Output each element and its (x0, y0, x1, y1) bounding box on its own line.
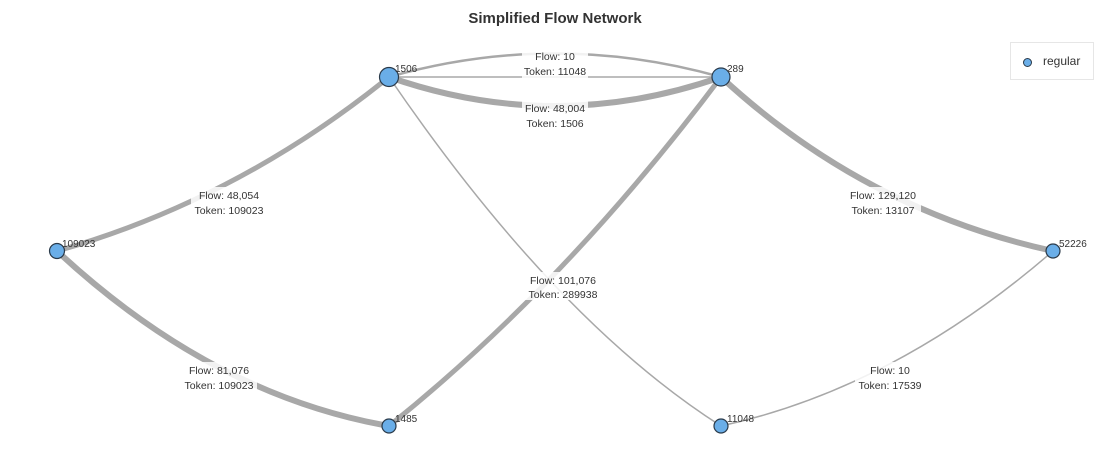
svg-text:Flow: 81,076: Flow: 81,076 (189, 365, 249, 377)
edge-11048-52226 (720, 250, 1054, 427)
node-109023[interactable]: 109023 (48, 239, 96, 260)
svg-text:Flow: 10: Flow: 10 (870, 365, 910, 377)
edge-label-11048-52226: Flow: 10 Token: 17539 (855, 362, 925, 392)
legend-marker-regular (1023, 58, 1032, 67)
node-1506[interactable]: 1506 (378, 64, 418, 88)
edge-label-1506-289-top: Flow: 10 Token: 11048 (522, 50, 588, 78)
svg-text:1485: 1485 (395, 414, 418, 425)
node-11048[interactable]: 11048 (713, 414, 755, 434)
node-289[interactable]: 289 (711, 64, 744, 87)
legend-label-regular: regular (1043, 54, 1081, 68)
svg-text:Token: 289938: Token: 289938 (529, 289, 598, 301)
svg-text:Flow: 129,120: Flow: 129,120 (850, 190, 916, 202)
edge-label-289-1506-bottom: Flow: 48,004 Token: 1506 (522, 101, 588, 130)
svg-text:Token: 109023: Token: 109023 (185, 380, 254, 392)
svg-text:Flow: 48,004: Flow: 48,004 (525, 103, 585, 115)
edge-109023-1506 (54, 74, 392, 254)
edge-label-1485-289: Flow: 101,076 Token: 289938 (520, 272, 606, 301)
edge-109023-1485 (54, 248, 392, 429)
edge-label-289-52226: Flow: 129,120 Token: 13107 (845, 187, 921, 217)
node-1485[interactable]: 1485 (381, 414, 418, 434)
svg-text:Flow: 48,054: Flow: 48,054 (199, 190, 259, 202)
edge-1485-289 (386, 74, 724, 429)
edge-label-109023-1485: Flow: 81,076 Token: 109023 (181, 362, 257, 392)
node-52226[interactable]: 52226 (1045, 239, 1087, 259)
svg-text:Flow: 101,076: Flow: 101,076 (530, 275, 596, 287)
svg-text:Flow: 10: Flow: 10 (535, 51, 575, 63)
diagram-title: Simplified Flow Network (468, 10, 642, 27)
edge-289-52226 (718, 74, 1056, 254)
svg-text:Token: 1506: Token: 1506 (526, 118, 583, 130)
svg-text:109023: 109023 (62, 239, 96, 250)
svg-text:Token: 13107: Token: 13107 (851, 205, 914, 217)
edge-label-109023-1506: Flow: 48,054 Token: 109023 (191, 187, 267, 217)
svg-text:Token: 11048: Token: 11048 (524, 66, 586, 78)
svg-text:289: 289 (727, 64, 744, 75)
svg-text:1506: 1506 (395, 64, 418, 75)
svg-text:11048: 11048 (727, 414, 755, 425)
svg-text:Token: 17539: Token: 17539 (858, 380, 921, 392)
svg-text:52226: 52226 (1059, 239, 1087, 250)
legend: regular (1010, 42, 1094, 80)
svg-text:Token: 109023: Token: 109023 (195, 205, 264, 217)
